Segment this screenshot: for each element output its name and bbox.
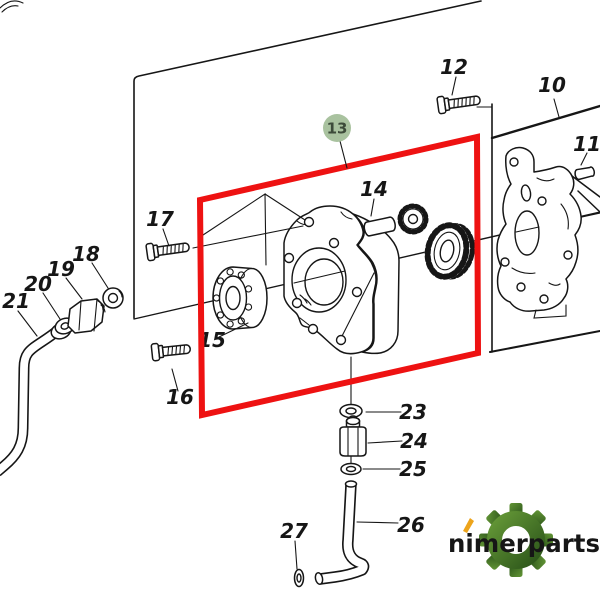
bolt-12 xyxy=(436,95,481,115)
callout-label-21: 21 xyxy=(2,289,30,313)
washer-25 xyxy=(340,455,362,476)
nut-20 xyxy=(50,317,76,340)
highlight-box-13 xyxy=(196,133,482,419)
washer-18 xyxy=(102,287,124,309)
callout-label-17: 17 xyxy=(146,207,174,231)
fitting-chain xyxy=(293,356,370,588)
callout-label-14: 14 xyxy=(360,177,388,201)
callout-label-26: 26 xyxy=(397,513,425,537)
hose-26 xyxy=(314,480,370,585)
plug-11 xyxy=(574,166,596,181)
callout-label-19: 19 xyxy=(47,257,75,281)
grommet-27 xyxy=(293,568,305,588)
hex-standoff-24 xyxy=(339,415,367,457)
callout-label-10: 10 xyxy=(538,73,566,97)
callout-label-12: 12 xyxy=(440,55,468,79)
brand-logo: nimerparts xyxy=(448,503,600,577)
assembly-guides xyxy=(192,192,306,266)
cropped-part-fragment xyxy=(0,0,24,13)
pump-panel-10 xyxy=(476,103,600,353)
part-badge-13[interactable]: 13 xyxy=(323,114,351,169)
gear-icon xyxy=(479,503,553,577)
hex-fitting-19 xyxy=(67,298,106,334)
callout-labels: 10 11 12 14 15 16 17 18 19 20 21 23 24 2… xyxy=(2,55,600,543)
callout-leaders xyxy=(17,76,588,570)
callout-label-18: 18 xyxy=(72,242,100,266)
bearing-15 xyxy=(212,266,268,330)
brand-name: nimerparts xyxy=(448,529,600,558)
callout-label-27: 27 xyxy=(280,519,308,543)
callout-label-16: 16 xyxy=(166,385,194,409)
pin-14 xyxy=(363,216,396,237)
callout-label-24: 24 xyxy=(400,429,428,453)
badge-circle[interactable] xyxy=(323,114,351,142)
callout-label-23: 23 xyxy=(399,400,427,424)
large-gear xyxy=(424,222,475,280)
callout-label-11: 11 xyxy=(573,132,600,156)
badge-label: 13 xyxy=(327,120,348,138)
pipe-21 xyxy=(0,326,61,477)
callout-label-20: 20 xyxy=(24,272,52,296)
logo-accent-mark xyxy=(463,518,474,533)
bearing-balls xyxy=(212,268,253,328)
bolt-16 xyxy=(150,342,191,362)
rear-pump-body xyxy=(496,146,600,319)
main-housing-13 xyxy=(283,205,400,355)
callout-label-25: 25 xyxy=(399,457,427,481)
small-gear xyxy=(397,203,429,235)
bolt-17 xyxy=(145,242,190,262)
